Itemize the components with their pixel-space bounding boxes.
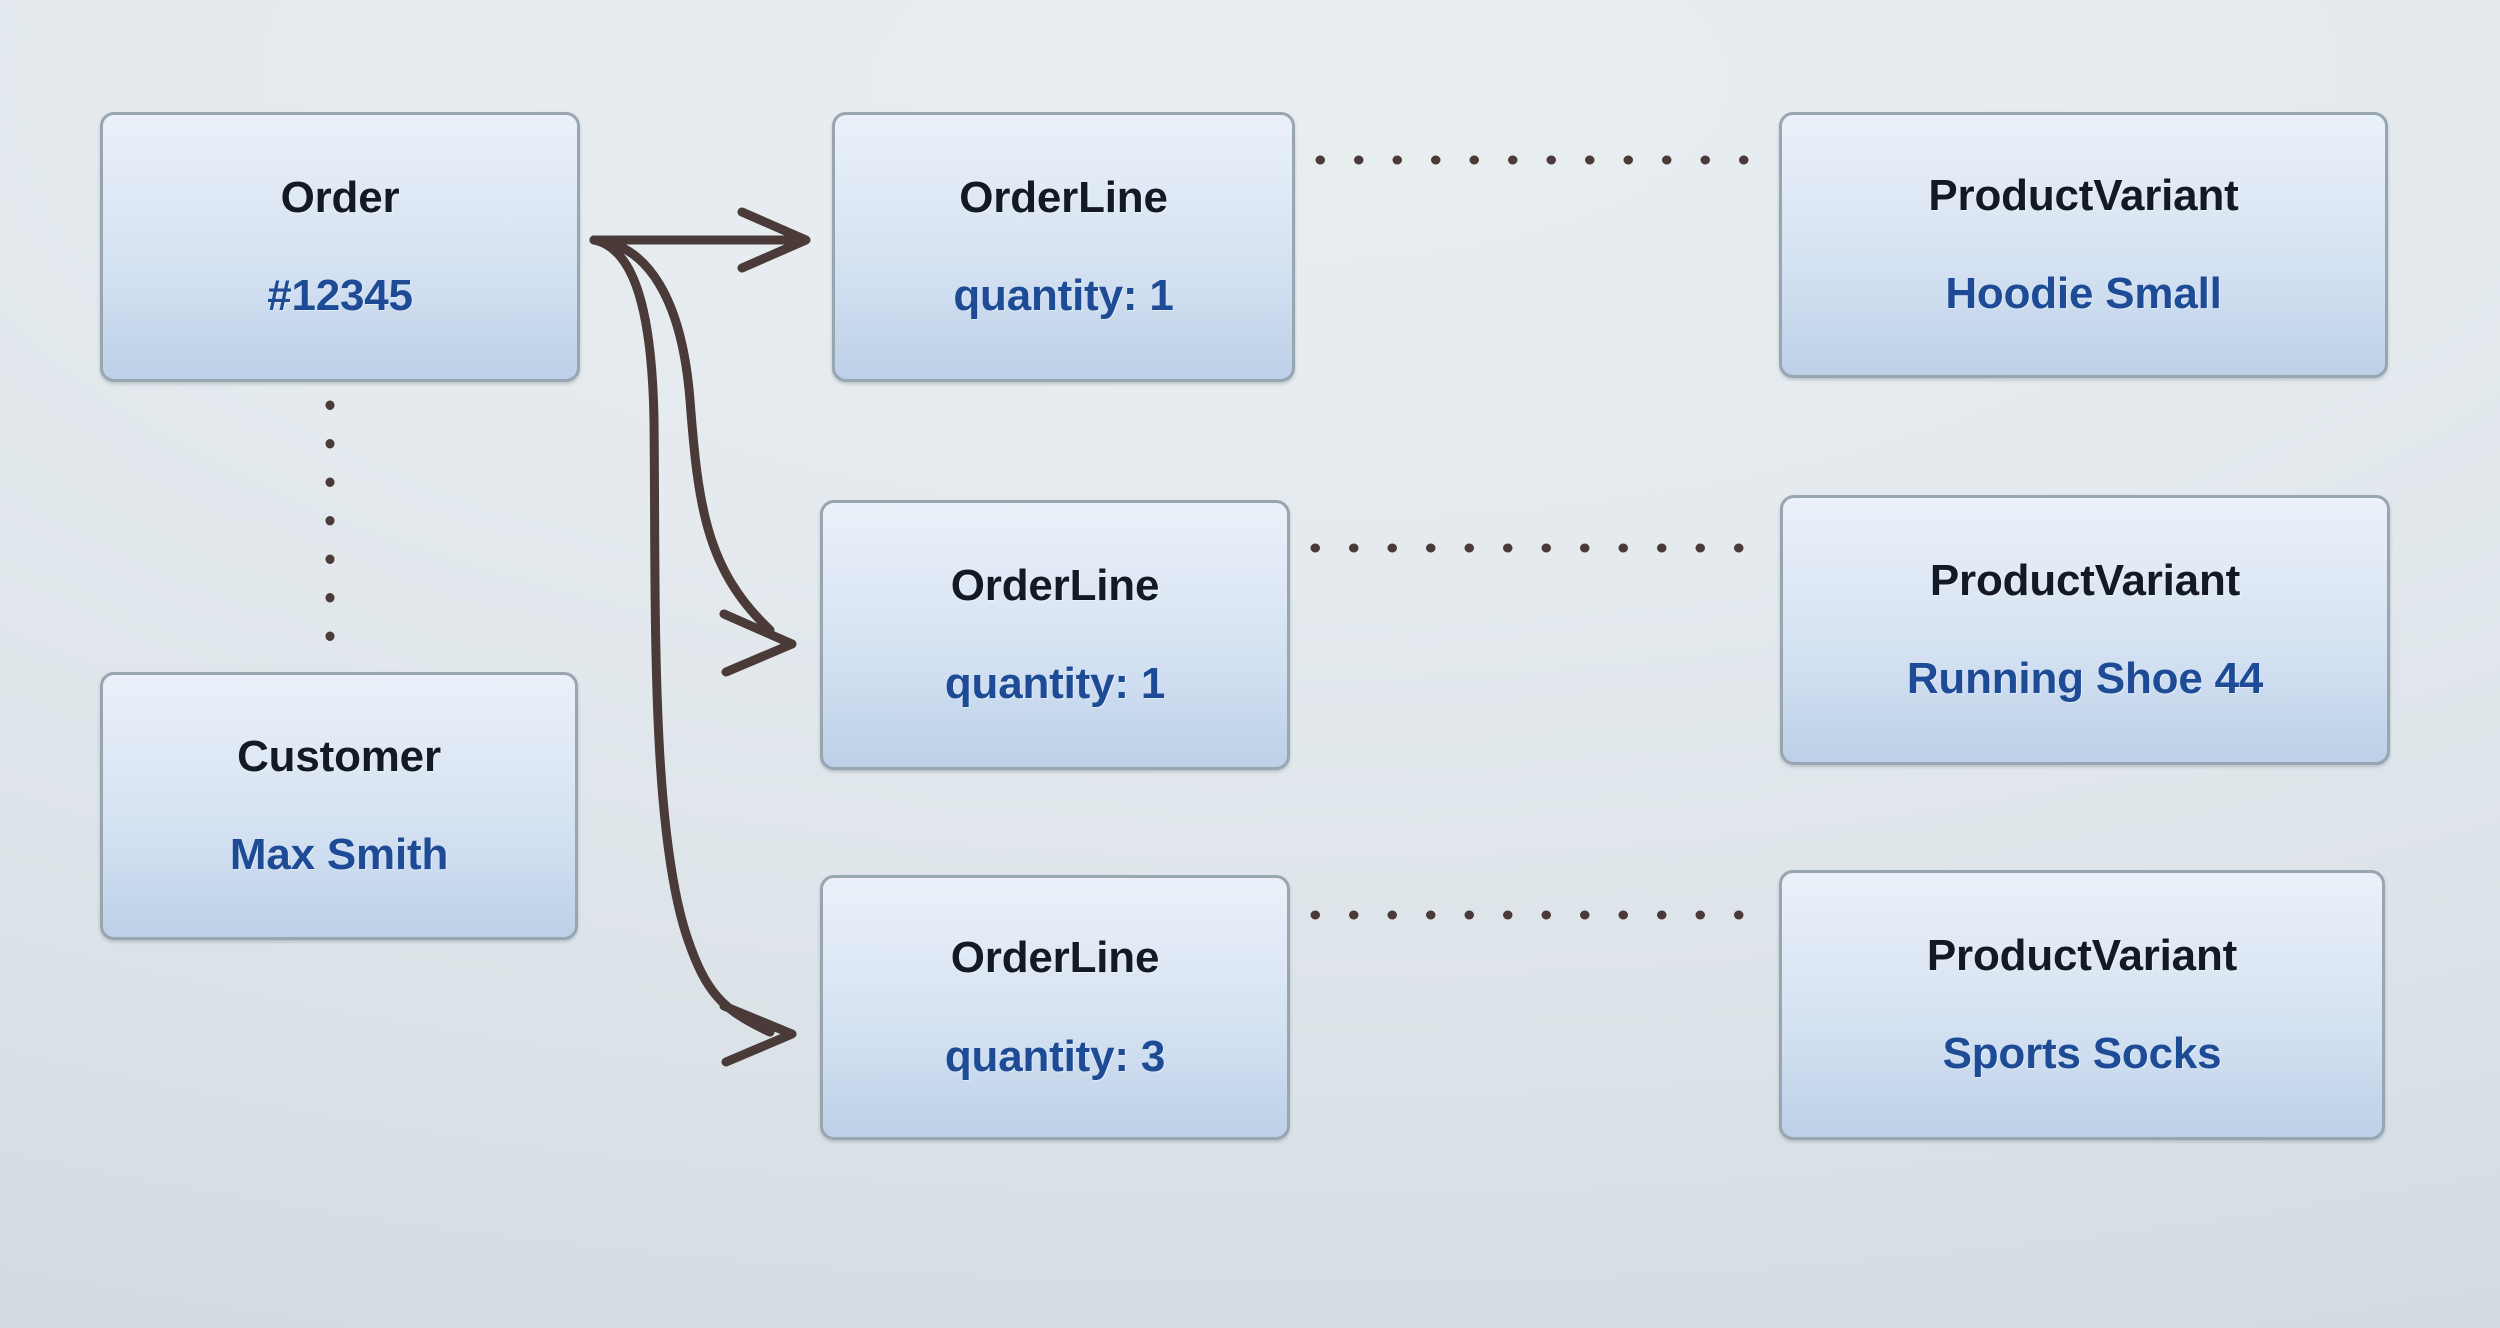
node-productvariant-1[interactable]: ProductVariant Hoodie Small [1779, 112, 2388, 378]
node-orderline-1[interactable]: OrderLine quantity: 1 [832, 112, 1295, 382]
node-productvariant-1-subtitle: Hoodie Small [1945, 269, 2222, 318]
node-order-title: Order [280, 172, 400, 222]
node-orderline-2-subtitle: quantity: 1 [944, 659, 1166, 708]
edge-order-to-orderline-3 [589, 235, 797, 1067]
node-orderline-2[interactable]: OrderLine quantity: 1 [820, 500, 1290, 770]
node-productvariant-3-title: ProductVariant [1926, 930, 2238, 980]
node-order[interactable]: Order #12345 [100, 112, 580, 382]
node-customer-subtitle: Max Smith [229, 830, 449, 879]
node-productvariant-2-title: ProductVariant [1929, 555, 2241, 605]
node-customer-title: Customer [237, 731, 441, 781]
node-productvariant-3-subtitle: Sports Socks [1942, 1029, 2222, 1078]
node-orderline-2-title: OrderLine [950, 560, 1160, 610]
node-orderline-3[interactable]: OrderLine quantity: 3 [820, 875, 1290, 1140]
node-productvariant-2-subtitle: Running Shoe 44 [1906, 654, 2264, 703]
node-productvariant-1-title: ProductVariant [1928, 170, 2239, 220]
node-orderline-3-title: OrderLine [950, 933, 1160, 983]
node-orderline-3-subtitle: quantity: 3 [944, 1031, 1166, 1081]
edge-order-to-orderline-2 [589, 235, 797, 677]
edge-order-to-orderline-1 [589, 207, 811, 273]
node-productvariant-2[interactable]: ProductVariant Running Shoe 44 [1780, 495, 2390, 765]
node-customer[interactable]: Customer Max Smith [100, 672, 578, 940]
node-orderline-1-subtitle: quantity: 1 [953, 271, 1174, 320]
node-orderline-1-title: OrderLine [959, 172, 1168, 222]
node-order-subtitle: #12345 [267, 271, 413, 320]
node-productvariant-3[interactable]: ProductVariant Sports Socks [1779, 870, 2385, 1140]
